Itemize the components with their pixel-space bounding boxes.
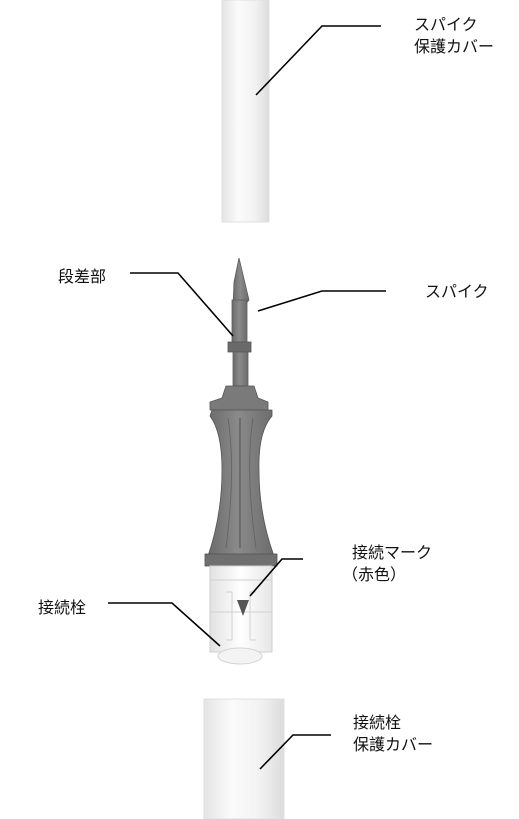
label-plug-cover-line1: 接続栓 (353, 713, 402, 732)
spike-shaft (231, 299, 248, 345)
leader-connect-mark (249, 558, 303, 597)
label-spike-cover-line1: スパイク (414, 15, 478, 34)
leader-spike (257, 290, 386, 312)
label-spike: スパイク (425, 281, 489, 303)
step-part (227, 341, 252, 353)
spike-neck (232, 351, 249, 387)
plug-notch (226, 591, 233, 641)
label-connect-mark: 接続マーク （赤色） (342, 542, 433, 586)
label-plug-cover-line2: 保護カバー (353, 735, 434, 754)
label-step-part-text: 段差部 (58, 267, 107, 286)
plug-cover-tube (203, 698, 285, 819)
leader-step-part (130, 272, 234, 337)
leader-connect-plug (108, 602, 221, 647)
leader-plug-cover (259, 734, 331, 770)
label-spike-text: スパイク (425, 282, 489, 301)
label-step-part: 段差部 (58, 266, 106, 288)
label-connect-mark-line1: 接続マーク (352, 543, 433, 562)
label-connect-mark-line2: （赤色） (342, 565, 407, 584)
plug-bottom (217, 647, 263, 665)
label-spike-cover: スパイク 保護カバー (414, 14, 494, 58)
label-spike-cover-line2: 保護カバー (414, 37, 495, 56)
upper-flange (209, 385, 269, 411)
label-connect-plug: 接続栓 (38, 597, 86, 619)
grip-ridge-left (225, 417, 233, 549)
lower-flange (204, 553, 278, 567)
grip-ridge-right (249, 417, 257, 549)
spike-cover-tube (221, 0, 270, 223)
label-connect-plug-text: 接続栓 (38, 598, 87, 617)
leader-lines (108, 25, 386, 770)
leader-spike-cover (255, 25, 381, 96)
label-plug-cover: 接続栓 保護カバー (353, 712, 433, 756)
spike-tip (232, 257, 250, 307)
connection-mark (237, 600, 249, 616)
grip-body (207, 409, 275, 557)
